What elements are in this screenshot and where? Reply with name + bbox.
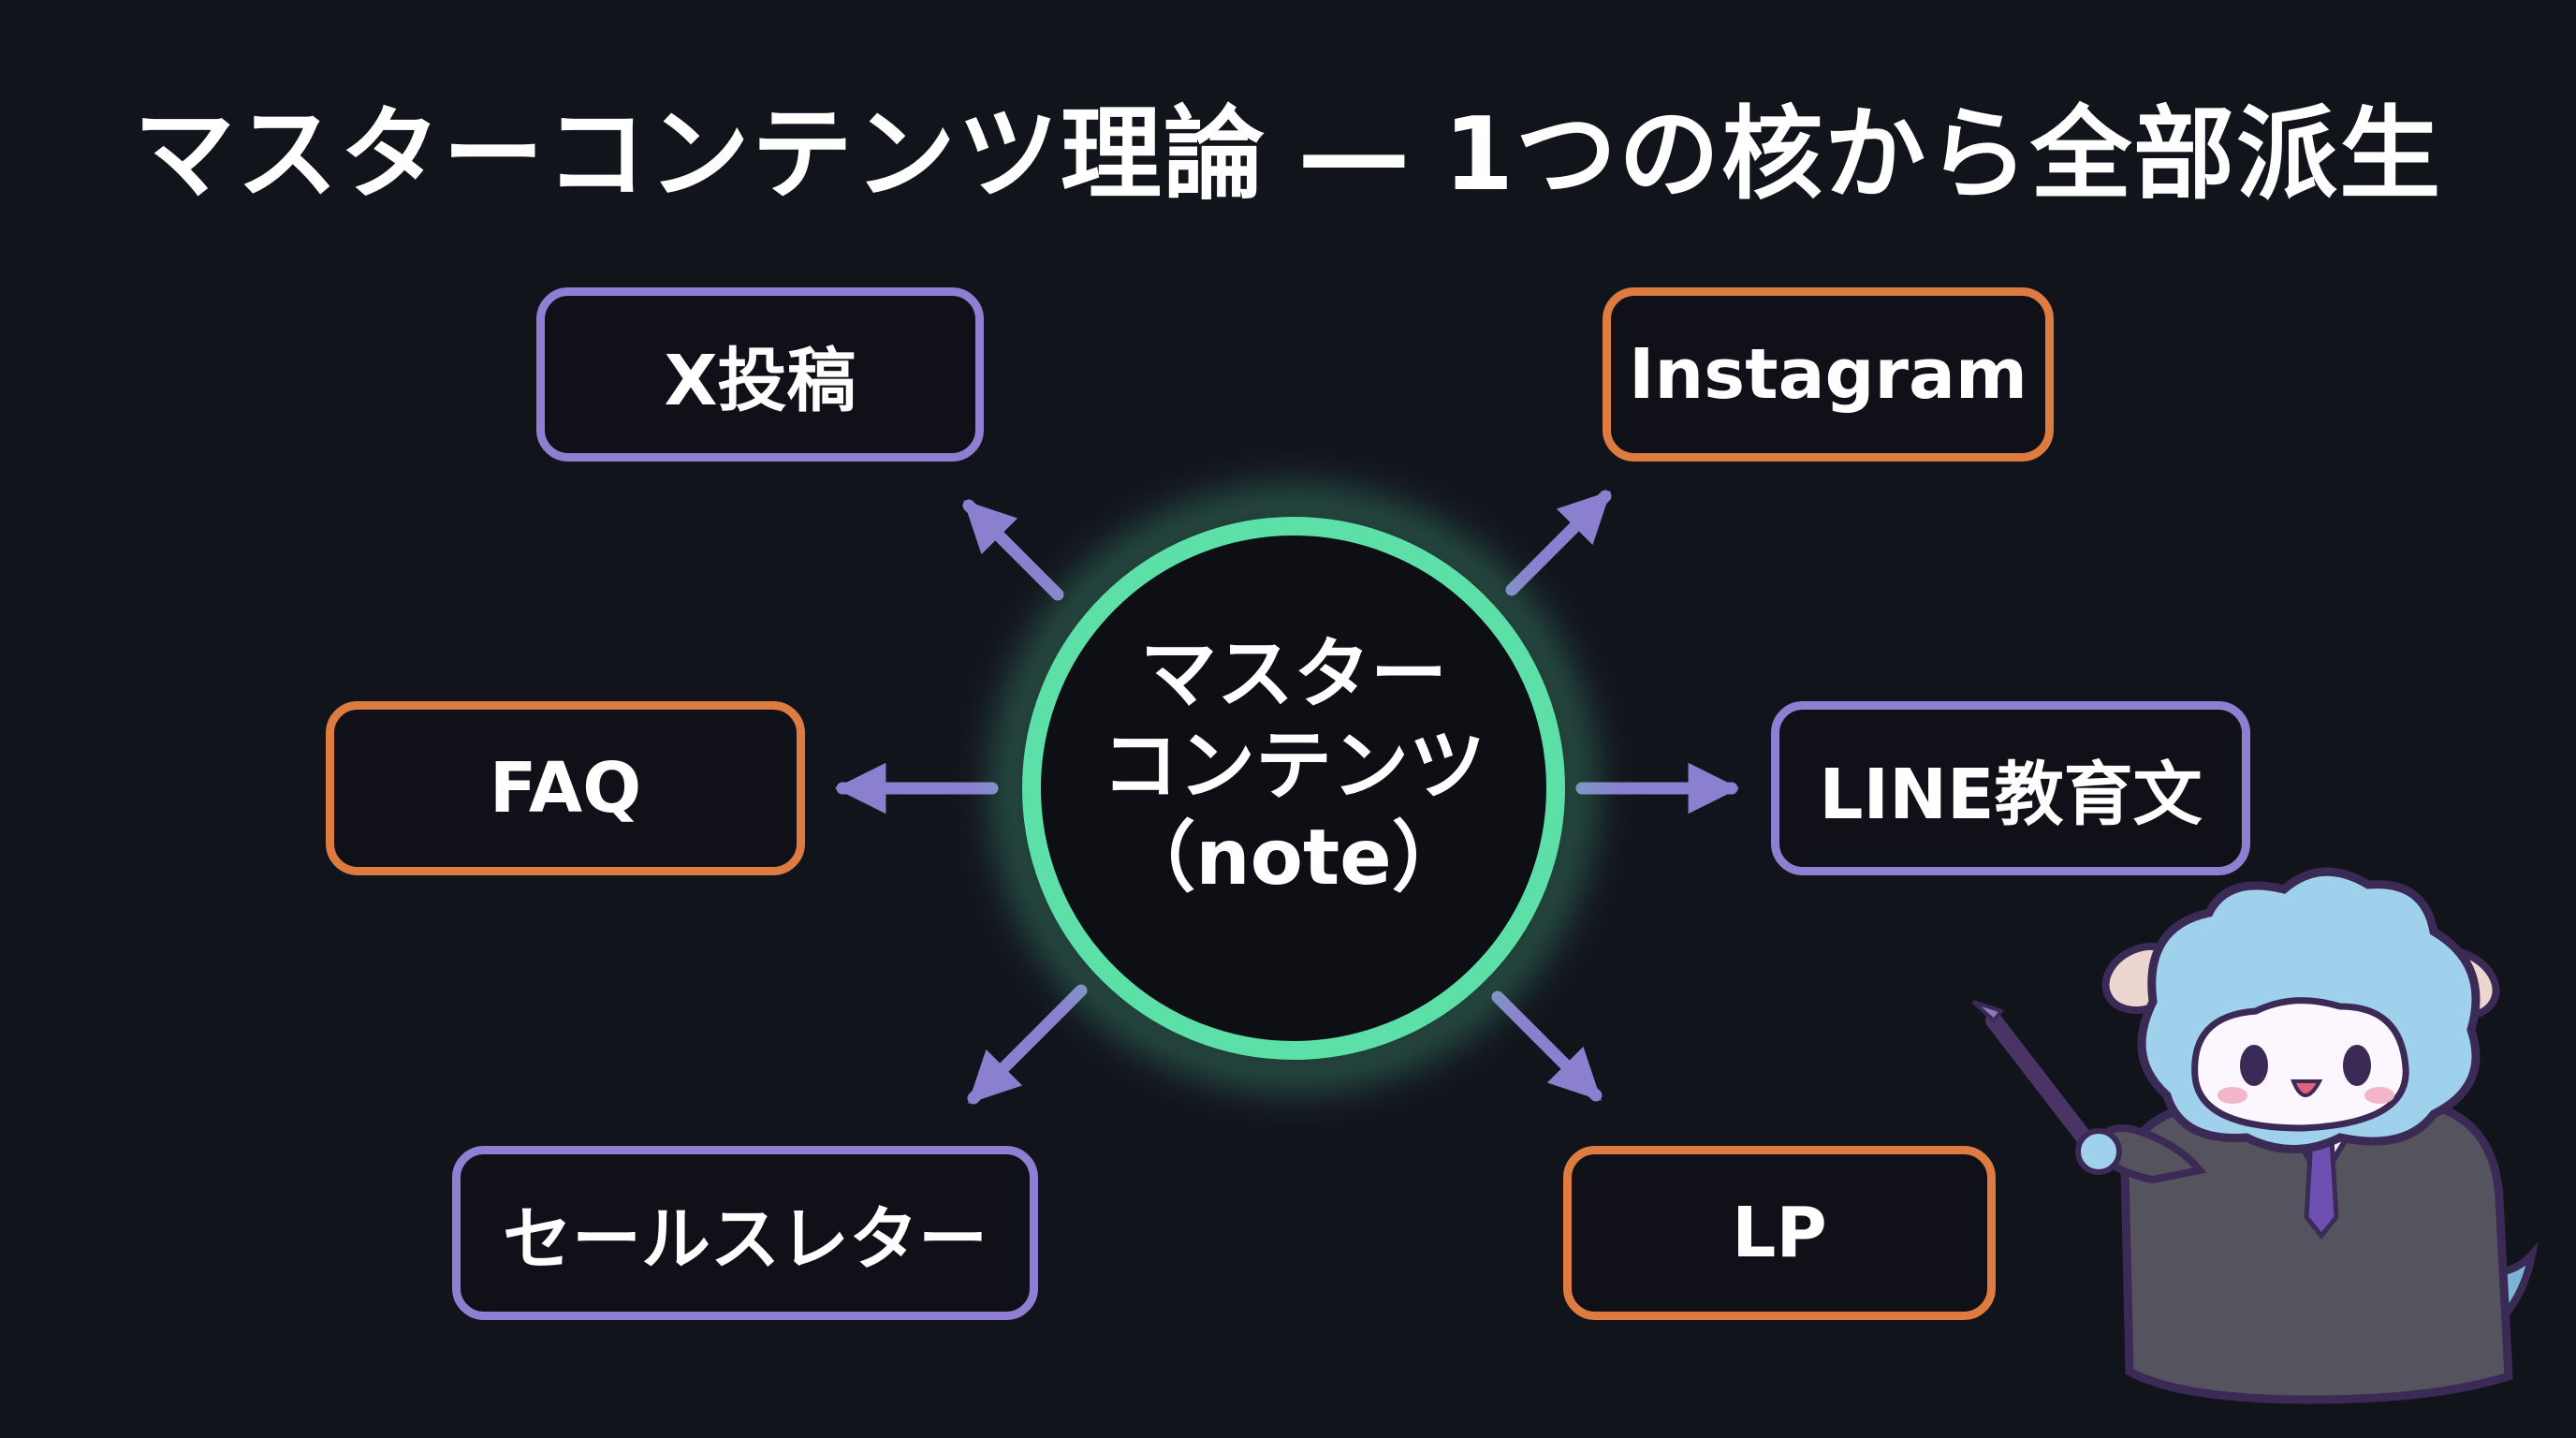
hub-label-line3: （note） [1119, 814, 1469, 902]
hub-label-line2: コンテンツ [1101, 722, 1486, 811]
node-line-education-label: LINE教育文 [1819, 754, 2203, 835]
node-lp: LP [1563, 1146, 1996, 1320]
hub-label-line1: マスター [1139, 630, 1447, 719]
hub-circle [1022, 517, 1565, 1060]
node-sales-letter-label: セールスレター [503, 1198, 988, 1280]
node-line-education: LINE教育文 [1771, 701, 2250, 875]
arrow-to-x-post [962, 499, 1064, 601]
hub-label: マスター コンテンツ （note） [1078, 629, 1509, 904]
node-lp-label: LP [1732, 1193, 1827, 1273]
node-faq: FAQ [326, 701, 805, 875]
node-instagram-label: Instagram [1628, 334, 2028, 415]
arrow-to-lp [1491, 990, 1603, 1102]
page-title: マスターコンテンツ理論 ― 1つの核から全部派生 [133, 96, 2443, 213]
arrow-to-sales-letter [967, 984, 1088, 1105]
cartoon-teacher-mascot [1971, 867, 2539, 1404]
node-faq-label: FAQ [489, 748, 642, 829]
node-sales-letter: セールスレター [452, 1146, 1038, 1320]
node-x-post: X投稿 [536, 287, 984, 462]
node-x-post-label: X投稿 [664, 340, 856, 421]
node-instagram: Instagram [1603, 287, 2054, 462]
arrow-to-instagram [1505, 490, 1612, 596]
